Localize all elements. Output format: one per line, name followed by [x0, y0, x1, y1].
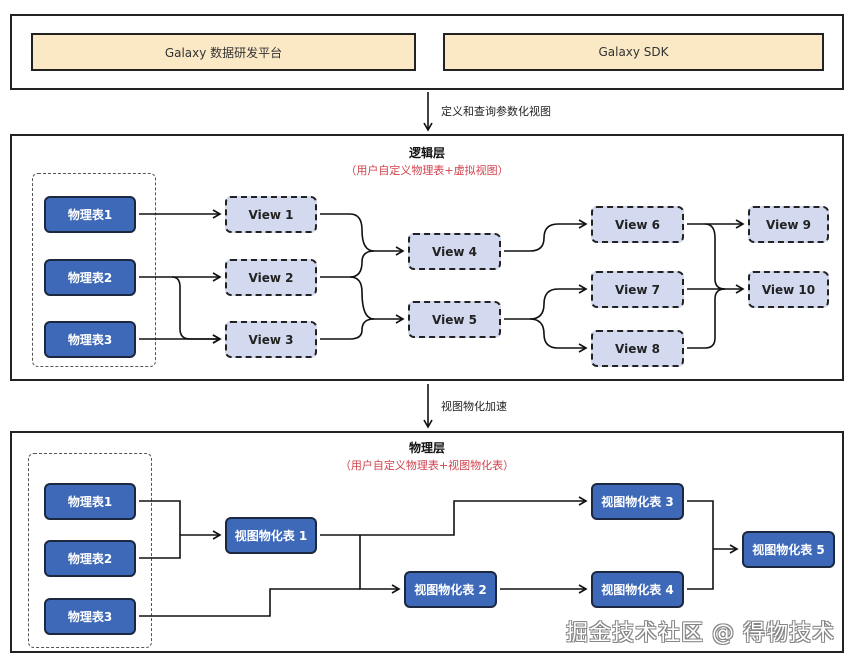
logical-table-2: 物理表2 — [44, 259, 136, 296]
view-7: View 7 — [591, 271, 684, 308]
materialized-view-4: 视图物化表 4 — [591, 571, 684, 608]
view-2: View 2 — [225, 259, 317, 296]
materialized-view-3: 视图物化表 3 — [591, 483, 684, 520]
physical-layer-title: 物理层 — [408, 441, 445, 455]
view-9: View 9 — [748, 206, 829, 243]
view-5: View 5 — [408, 301, 501, 338]
watermark: 掘金技术社区 @ 得物技术 — [566, 621, 835, 646]
logical-layer-subtitle: （用户自定义物理表+虚拟视图） — [345, 164, 509, 177]
physical-table-1: 物理表1 — [44, 483, 136, 520]
top-arrow-label: 定义和查询参数化视图 — [441, 105, 551, 118]
logical-table-1: 物理表1 — [44, 196, 136, 233]
galaxy-platform-label: Galaxy 数据研发平台 — [164, 45, 283, 60]
physical-table-2: 物理表2 — [44, 540, 136, 577]
physical-table-3: 物理表3 — [44, 598, 136, 635]
physical-layer-subtitle: （用户自定义物理表+视图物化表） — [339, 459, 515, 472]
view-3: View 3 — [225, 321, 317, 358]
logical-layer-title: 逻辑层 — [408, 146, 445, 160]
view-4: View 4 — [408, 233, 501, 270]
logical-table-3: 物理表3 — [44, 321, 136, 358]
materialized-view-2: 视图物化表 2 — [404, 571, 497, 608]
galaxy-platform-box: Galaxy 数据研发平台 — [31, 33, 416, 71]
materialized-view-1: 视图物化表 1 — [225, 517, 317, 554]
galaxy-sdk-label: Galaxy SDK — [598, 45, 669, 59]
galaxy-sdk-box: Galaxy SDK — [443, 33, 824, 71]
middle-arrow-label: 视图物化加速 — [441, 400, 507, 413]
view-10: View 10 — [748, 271, 829, 308]
view-1: View 1 — [225, 196, 317, 233]
view-8: View 8 — [591, 330, 684, 367]
logical-table-group — [32, 173, 156, 367]
materialized-view-5: 视图物化表 5 — [742, 531, 835, 568]
view-6: View 6 — [591, 206, 684, 243]
